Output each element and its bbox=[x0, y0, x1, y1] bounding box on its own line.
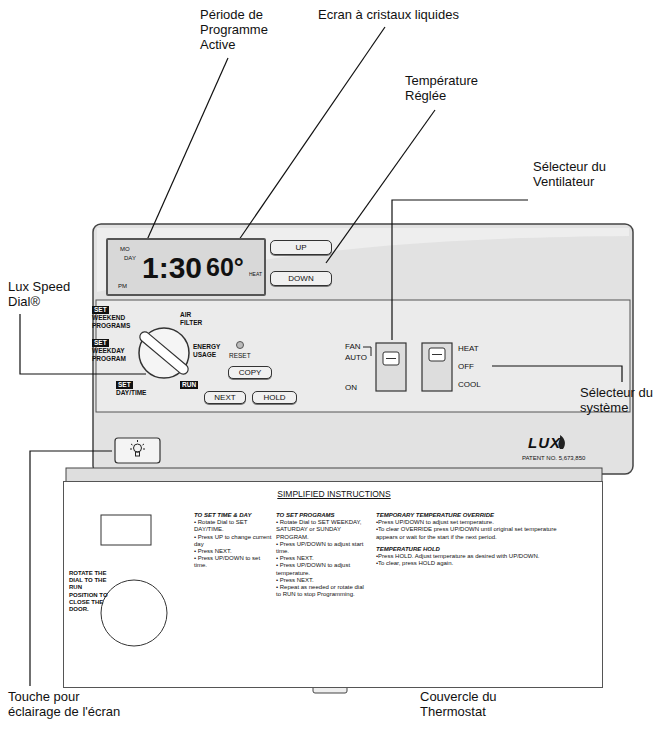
bulb-base bbox=[136, 452, 140, 456]
light-button bbox=[115, 438, 160, 463]
card-column: TEMPORARY TEMPERATURE OVERRIDE•Press UP/… bbox=[376, 512, 566, 567]
dial-position-label: ENERGY USAGE bbox=[193, 343, 227, 359]
slider-groove bbox=[432, 354, 442, 355]
system-switch bbox=[422, 343, 452, 391]
instruction-text: •To clear, press HOLD again. bbox=[376, 560, 566, 567]
control-panel bbox=[96, 300, 630, 412]
instruction-text: •To clear OVERRIDE press UP/DOWN until o… bbox=[376, 526, 566, 540]
dial-position-tag: SET bbox=[92, 339, 109, 347]
button-label: RESET bbox=[229, 352, 251, 360]
dial-pointer-bar bbox=[138, 330, 190, 376]
switch-label: HEAT bbox=[458, 344, 479, 354]
up-button: UP bbox=[270, 240, 332, 255]
slider-groove bbox=[386, 358, 396, 359]
instruction-text: • Press NEXT. bbox=[276, 577, 368, 584]
reset-hole bbox=[237, 342, 244, 349]
lcd-text: 1:30 bbox=[142, 253, 202, 283]
instruction-heading: TEMPERATURE HOLD bbox=[376, 546, 566, 553]
thermostat-housing bbox=[93, 224, 633, 474]
leader-line bbox=[392, 200, 528, 340]
button-label: UP bbox=[295, 244, 306, 252]
instruction-text: • Press UP/DOWN to adjust temperature. bbox=[276, 562, 368, 576]
instruction-heading: TO SET PROGRAMS bbox=[276, 512, 368, 519]
hold-button: HOLD bbox=[252, 391, 297, 404]
system-switch-slider bbox=[429, 348, 445, 361]
card-column: TO SET TIME & DAY• Rotate Dial to SET DA… bbox=[194, 512, 272, 570]
callout-label: Lux Speed Dial® bbox=[8, 280, 78, 310]
dial-position-label: WEEKDAY PROGRAM bbox=[92, 347, 134, 363]
lcd-text: DAY bbox=[124, 255, 136, 261]
button-label: COPY bbox=[239, 369, 262, 377]
instruction-heading: TEMPORARY TEMPERATURE OVERRIDE bbox=[376, 512, 566, 519]
leader-line bbox=[492, 366, 622, 382]
fan-switch bbox=[376, 343, 406, 391]
dial-position-tag: SET bbox=[116, 381, 133, 389]
brand-logo: LUX bbox=[528, 434, 561, 451]
instruction-text: • Press NEXT. bbox=[276, 555, 368, 562]
dial-position-label: DAY/TIME bbox=[116, 389, 146, 397]
lcd-screen: MO DAY PM 1:3060° HEAT bbox=[106, 238, 266, 296]
down-button: DOWN bbox=[270, 271, 332, 286]
leader-line bbox=[143, 58, 228, 249]
switch-label: COOL bbox=[458, 380, 481, 390]
instruction-text: • Rotate Dial to SET WEEKDAY, SATURDAY o… bbox=[276, 519, 368, 541]
dial-position-label: WEEKEND PROGRAMS bbox=[92, 314, 136, 330]
button-label: HOLD bbox=[263, 394, 285, 402]
dial-pointer bbox=[138, 330, 190, 376]
instruction-text: ROTATE THE DIAL TO THE RUN POSITION TO C… bbox=[69, 570, 109, 613]
instruction-text: • Press UP to change current day bbox=[194, 534, 272, 548]
card-square bbox=[101, 515, 151, 545]
card-column: SIMPLIFIED INSTRUCTIONS bbox=[64, 489, 604, 499]
instruction-text: •Press HOLD. Adjust temperature as desir… bbox=[376, 553, 566, 560]
instruction-text: • Rotate Dial to SET DAY/TIME. bbox=[194, 519, 272, 533]
instruction-text: • Repeat as needed or rotate dial to RUN… bbox=[276, 584, 368, 598]
lcd-text: HEAT bbox=[249, 272, 262, 277]
callout-label: Sélecteur du système bbox=[580, 386, 664, 416]
lcd-text: MO bbox=[120, 246, 130, 252]
callout-label: Période de Programme Active bbox=[200, 8, 275, 53]
leader-line bbox=[326, 110, 435, 263]
lcd-text: 60° bbox=[206, 255, 244, 280]
copy-button: COPY bbox=[228, 366, 272, 379]
dial-position-tag: RUN bbox=[180, 381, 198, 389]
patent-number: PATENT NO. 5,673,850 bbox=[522, 455, 585, 462]
instruction-text: • Press UP/DOWN to adjust start time. bbox=[276, 541, 368, 555]
card-dial-drawing bbox=[101, 580, 167, 646]
instruction-text: • Press NEXT. bbox=[194, 548, 272, 555]
callout-label: Température Réglée bbox=[405, 74, 495, 104]
bulb-rays bbox=[130, 440, 145, 449]
switch-label: ON bbox=[345, 383, 357, 393]
callout-label: Ecran à cristaux liquides bbox=[318, 8, 459, 23]
instruction-card: SIMPLIFIED INSTRUCTIONS ROTATE THE DIAL T… bbox=[63, 481, 603, 688]
callout-label: Sélecteur du Ventilateur bbox=[533, 160, 628, 190]
leader-line bbox=[20, 314, 146, 374]
card-column: TO SET PROGRAMS• Rotate Dial to SET WEEK… bbox=[276, 512, 368, 598]
dial-position-label: AIR FILTER bbox=[180, 311, 210, 327]
dial-position-tag: SET bbox=[92, 306, 109, 314]
callout-label: Couvercle du Thermostat bbox=[420, 690, 515, 720]
switch-label: FAN bbox=[345, 342, 361, 352]
lcd-text: PM bbox=[118, 283, 127, 289]
switch-label: OFF bbox=[458, 362, 474, 372]
instruction-heading: TO SET TIME & DAY bbox=[194, 512, 272, 519]
instruction-text: • Press UP/DOWN to set time. bbox=[194, 555, 272, 569]
callout-label: Touche pour éclairage de l'écran bbox=[8, 690, 133, 720]
card-title: SIMPLIFIED INSTRUCTIONS bbox=[64, 489, 604, 499]
next-button: NEXT bbox=[204, 391, 246, 404]
leader-line bbox=[232, 27, 385, 250]
instruction-text: •Press UP/DOWN to adjust set temperature… bbox=[376, 519, 566, 526]
bulb-icon bbox=[134, 444, 142, 452]
button-label: DOWN bbox=[288, 275, 313, 283]
button-label: NEXT bbox=[214, 394, 235, 402]
card-column: ROTATE THE DIAL TO THE RUN POSITION TO C… bbox=[69, 570, 109, 613]
door-lip bbox=[66, 468, 602, 482]
fan-switch-slider bbox=[383, 352, 399, 365]
switch-label: AUTO bbox=[345, 353, 367, 363]
